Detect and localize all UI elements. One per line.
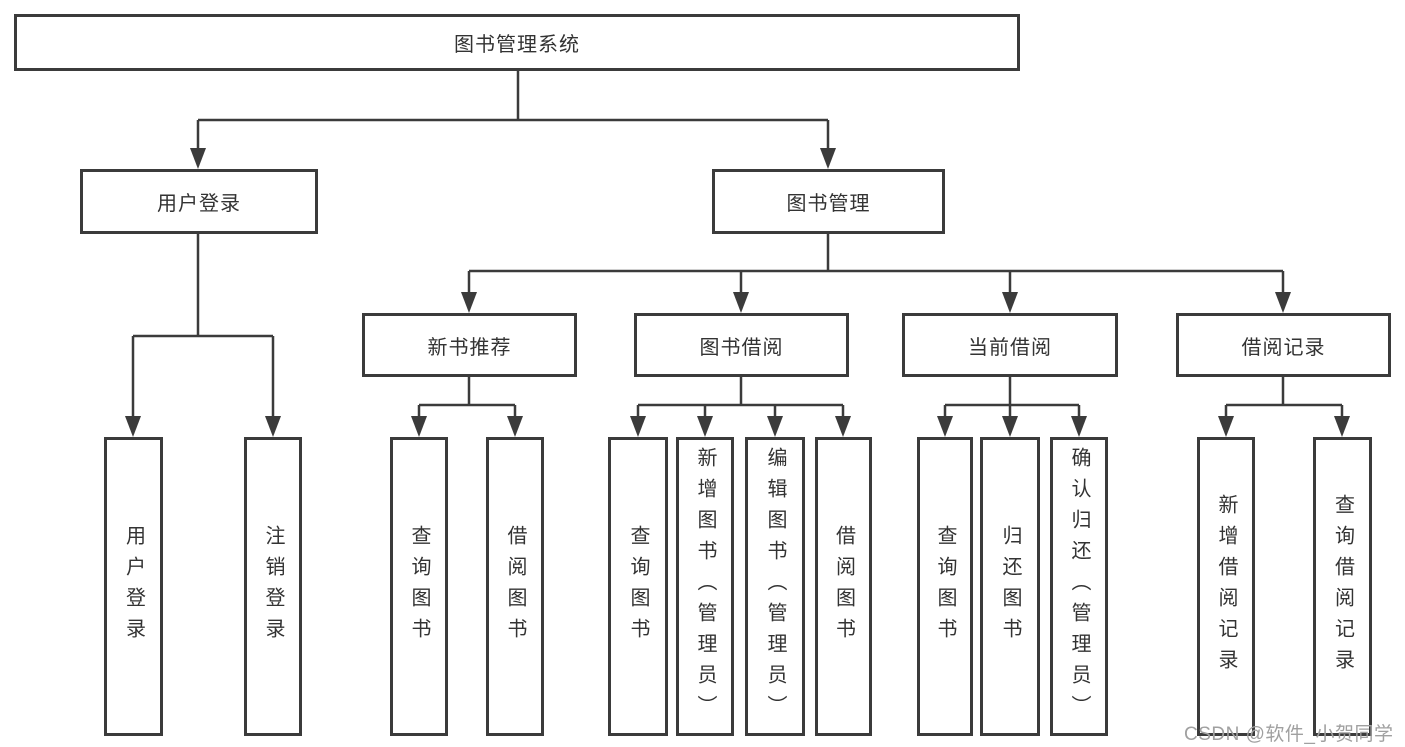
edge-bookmgmt-to-level3 [467,233,1285,296]
node-current-borrowing: 当前借阅 [902,313,1118,377]
leaf-add-books-admin: 新增图书（管理员） [676,437,734,736]
arrow-down-icon [1334,416,1350,437]
leaf-borrow-books-recommend: 借阅图书 [486,437,544,736]
leaf-label: 新增借阅记录 [1215,493,1237,680]
leaf-borrow-books: 借阅图书 [815,437,872,736]
arrow-down-icon [265,416,281,437]
leaf-label: 新增图书（管理员） [694,447,716,726]
node-library-management-system: 图书管理系统 [14,14,1020,71]
arrow-down-icon [630,416,646,437]
node-book-management: 图书管理 [712,169,945,234]
node-new-book-recommend: 新书推荐 [362,313,577,377]
arrow-down-icon [767,416,783,437]
arrow-down-icon [507,416,523,437]
arrow-down-icon [411,416,427,437]
leaf-label: 注销登录 [262,524,284,649]
arrow-down-icon [125,416,141,437]
arrow-down-icon [190,148,206,169]
leaf-edit-books-admin: 编辑图书（管理员） [745,437,805,736]
csdn-watermark: CSDN @软件_小贺同学 [1184,724,1394,745]
leaf-label: 查询图书 [934,524,956,649]
leaf-label: 查询借阅记录 [1331,493,1354,680]
leaf-query-borrow-record: 查询借阅记录 [1313,437,1372,736]
leaf-label: 查询图书 [627,524,649,649]
leaf-query-books-current: 查询图书 [917,437,973,736]
leaf-user-login: 用户登录 [104,437,163,736]
arrow-down-icon [1275,292,1291,313]
arrow-down-icon [461,292,477,313]
edge-current-to-leaves [943,377,1081,420]
leaf-label: 用户登录 [122,524,145,649]
leaf-label: 编辑图书（管理员） [764,447,786,726]
node-book-borrowing: 图书借阅 [634,313,849,377]
arrow-down-icon [835,416,851,437]
arrow-down-icon [1002,416,1018,437]
leaf-query-books-recommend: 查询图书 [390,437,448,736]
leaf-return-books: 归还图书 [980,437,1040,736]
arrow-down-icon [733,292,749,313]
leaf-add-borrow-record: 新增借阅记录 [1197,437,1255,736]
arrow-down-icon [1218,416,1234,437]
arrow-down-icon [1071,416,1087,437]
arrow-down-icon [697,416,713,437]
edge-borrow-to-leaves [636,377,845,420]
edge-newrec-to-leaves [417,377,517,420]
arrow-down-icon [937,416,953,437]
arrow-down-icon [820,148,836,169]
edge-records-to-leaves [1224,377,1344,420]
leaf-logout: 注销登录 [244,437,302,736]
leaf-label: 查询图书 [408,524,430,649]
leaf-label: 归还图书 [999,524,1021,649]
node-user-login: 用户登录 [80,169,318,234]
edge-userlogin-to-leaves [131,233,275,420]
leaf-label: 确认归还（管理员） [1068,447,1090,726]
node-borrowing-records: 借阅记录 [1176,313,1391,377]
arrow-down-icon [1002,292,1018,313]
leaf-label: 借阅图书 [504,524,526,649]
leaf-label: 借阅图书 [832,524,855,649]
leaf-query-books-borrow: 查询图书 [608,437,668,736]
edge-root-to-level2 [196,70,830,152]
leaf-confirm-return-admin: 确认归还（管理员） [1050,437,1108,736]
arrowheads [125,148,1350,437]
